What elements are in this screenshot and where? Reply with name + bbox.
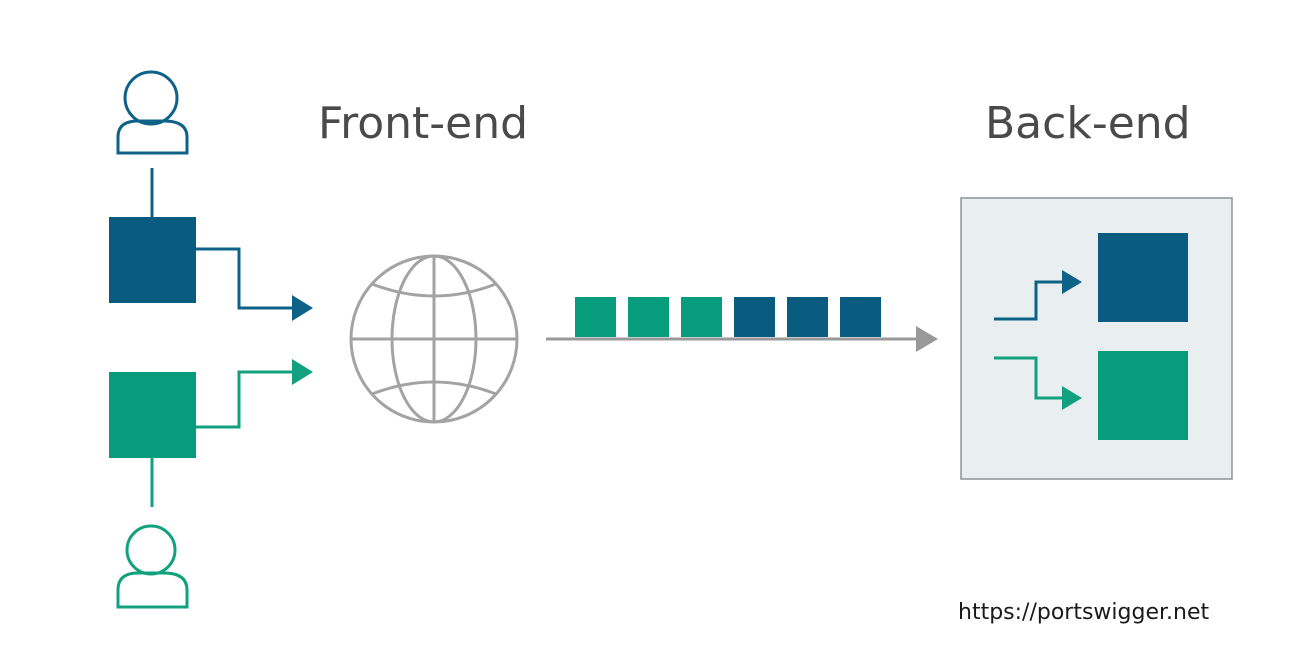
back-end-panel — [960, 197, 1233, 480]
user-2-request-arrow — [196, 370, 292, 429]
user-1-request-box — [109, 217, 196, 303]
queue-packet — [734, 297, 775, 337]
queue-arrowhead — [916, 326, 938, 352]
back-end-request-box-2 — [1098, 351, 1188, 440]
queue-packet — [681, 297, 722, 337]
source-url: https://portswigger.net — [958, 600, 1210, 625]
user-1-person-icon — [116, 70, 189, 155]
back-end-arrowhead-2 — [1062, 386, 1082, 410]
queue-packet — [575, 297, 616, 337]
user-1-request-arrow — [196, 247, 292, 310]
user-2-request-box — [109, 372, 196, 458]
queue-packet — [787, 297, 828, 337]
queue-packet — [628, 297, 669, 337]
back-end-request-box-1 — [1098, 233, 1188, 322]
back-end-label: Back-end — [985, 98, 1191, 149]
back-end-arrow-2 — [994, 356, 1062, 400]
back-end-arrow-1 — [994, 280, 1062, 321]
user-2-arrowhead — [292, 359, 313, 385]
back-end-arrowhead-1 — [1062, 270, 1082, 294]
user-1-arrowhead — [292, 295, 313, 321]
user-1 — [109, 70, 313, 321]
user-2 — [109, 359, 313, 609]
request-queue — [546, 297, 938, 352]
queue-packet — [840, 297, 881, 337]
back-end-server — [960, 197, 1233, 480]
front-end-label: Front-end — [318, 98, 529, 149]
user-2-person-icon — [116, 524, 189, 609]
globe-icon — [349, 254, 519, 424]
